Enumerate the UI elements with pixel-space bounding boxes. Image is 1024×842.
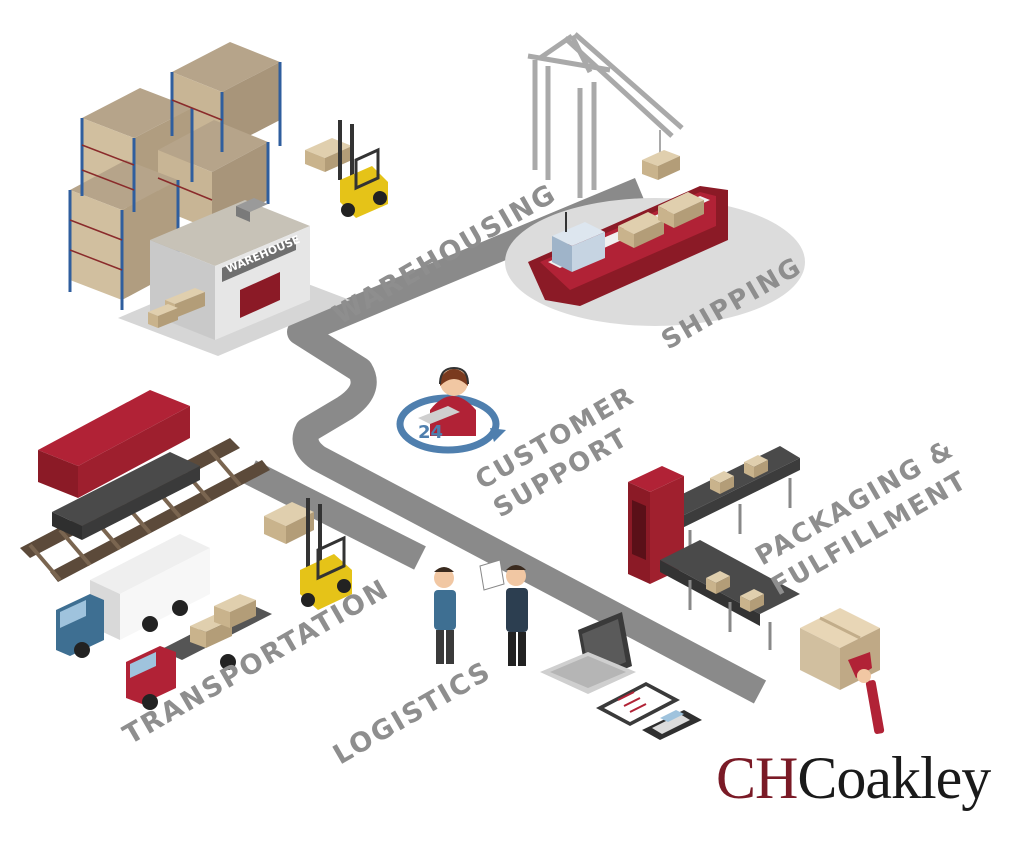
warehouse-icon: WAREHOUSE: [118, 198, 350, 356]
train-car-icon: [20, 390, 270, 582]
box-icon: [800, 608, 885, 734]
hours-24-label: 24: [418, 422, 443, 443]
call-center-agent-icon: 24: [396, 366, 506, 454]
road-network: [242, 174, 768, 708]
crane-icon: [527, 32, 684, 198]
brand-logo: CHCoakley: [716, 745, 991, 811]
forklift-icon: [305, 120, 388, 218]
cargo-ship-icon: [505, 186, 805, 326]
calculator-icon: [642, 710, 702, 740]
brand-name: Coakley: [797, 745, 991, 811]
conveyor-icon: [628, 446, 800, 650]
clipboard-icon: [596, 682, 680, 726]
truck-icon: [56, 534, 210, 658]
logistics-label: LOGISTICS: [328, 656, 497, 771]
brand-prefix: CH: [716, 745, 798, 811]
crane-load-icon: [642, 150, 680, 180]
business-people-icon: [434, 559, 528, 666]
laptop-icon: [540, 612, 636, 694]
flatbed-truck-icon: [126, 594, 272, 710]
forklift-icon-2: [264, 498, 352, 610]
